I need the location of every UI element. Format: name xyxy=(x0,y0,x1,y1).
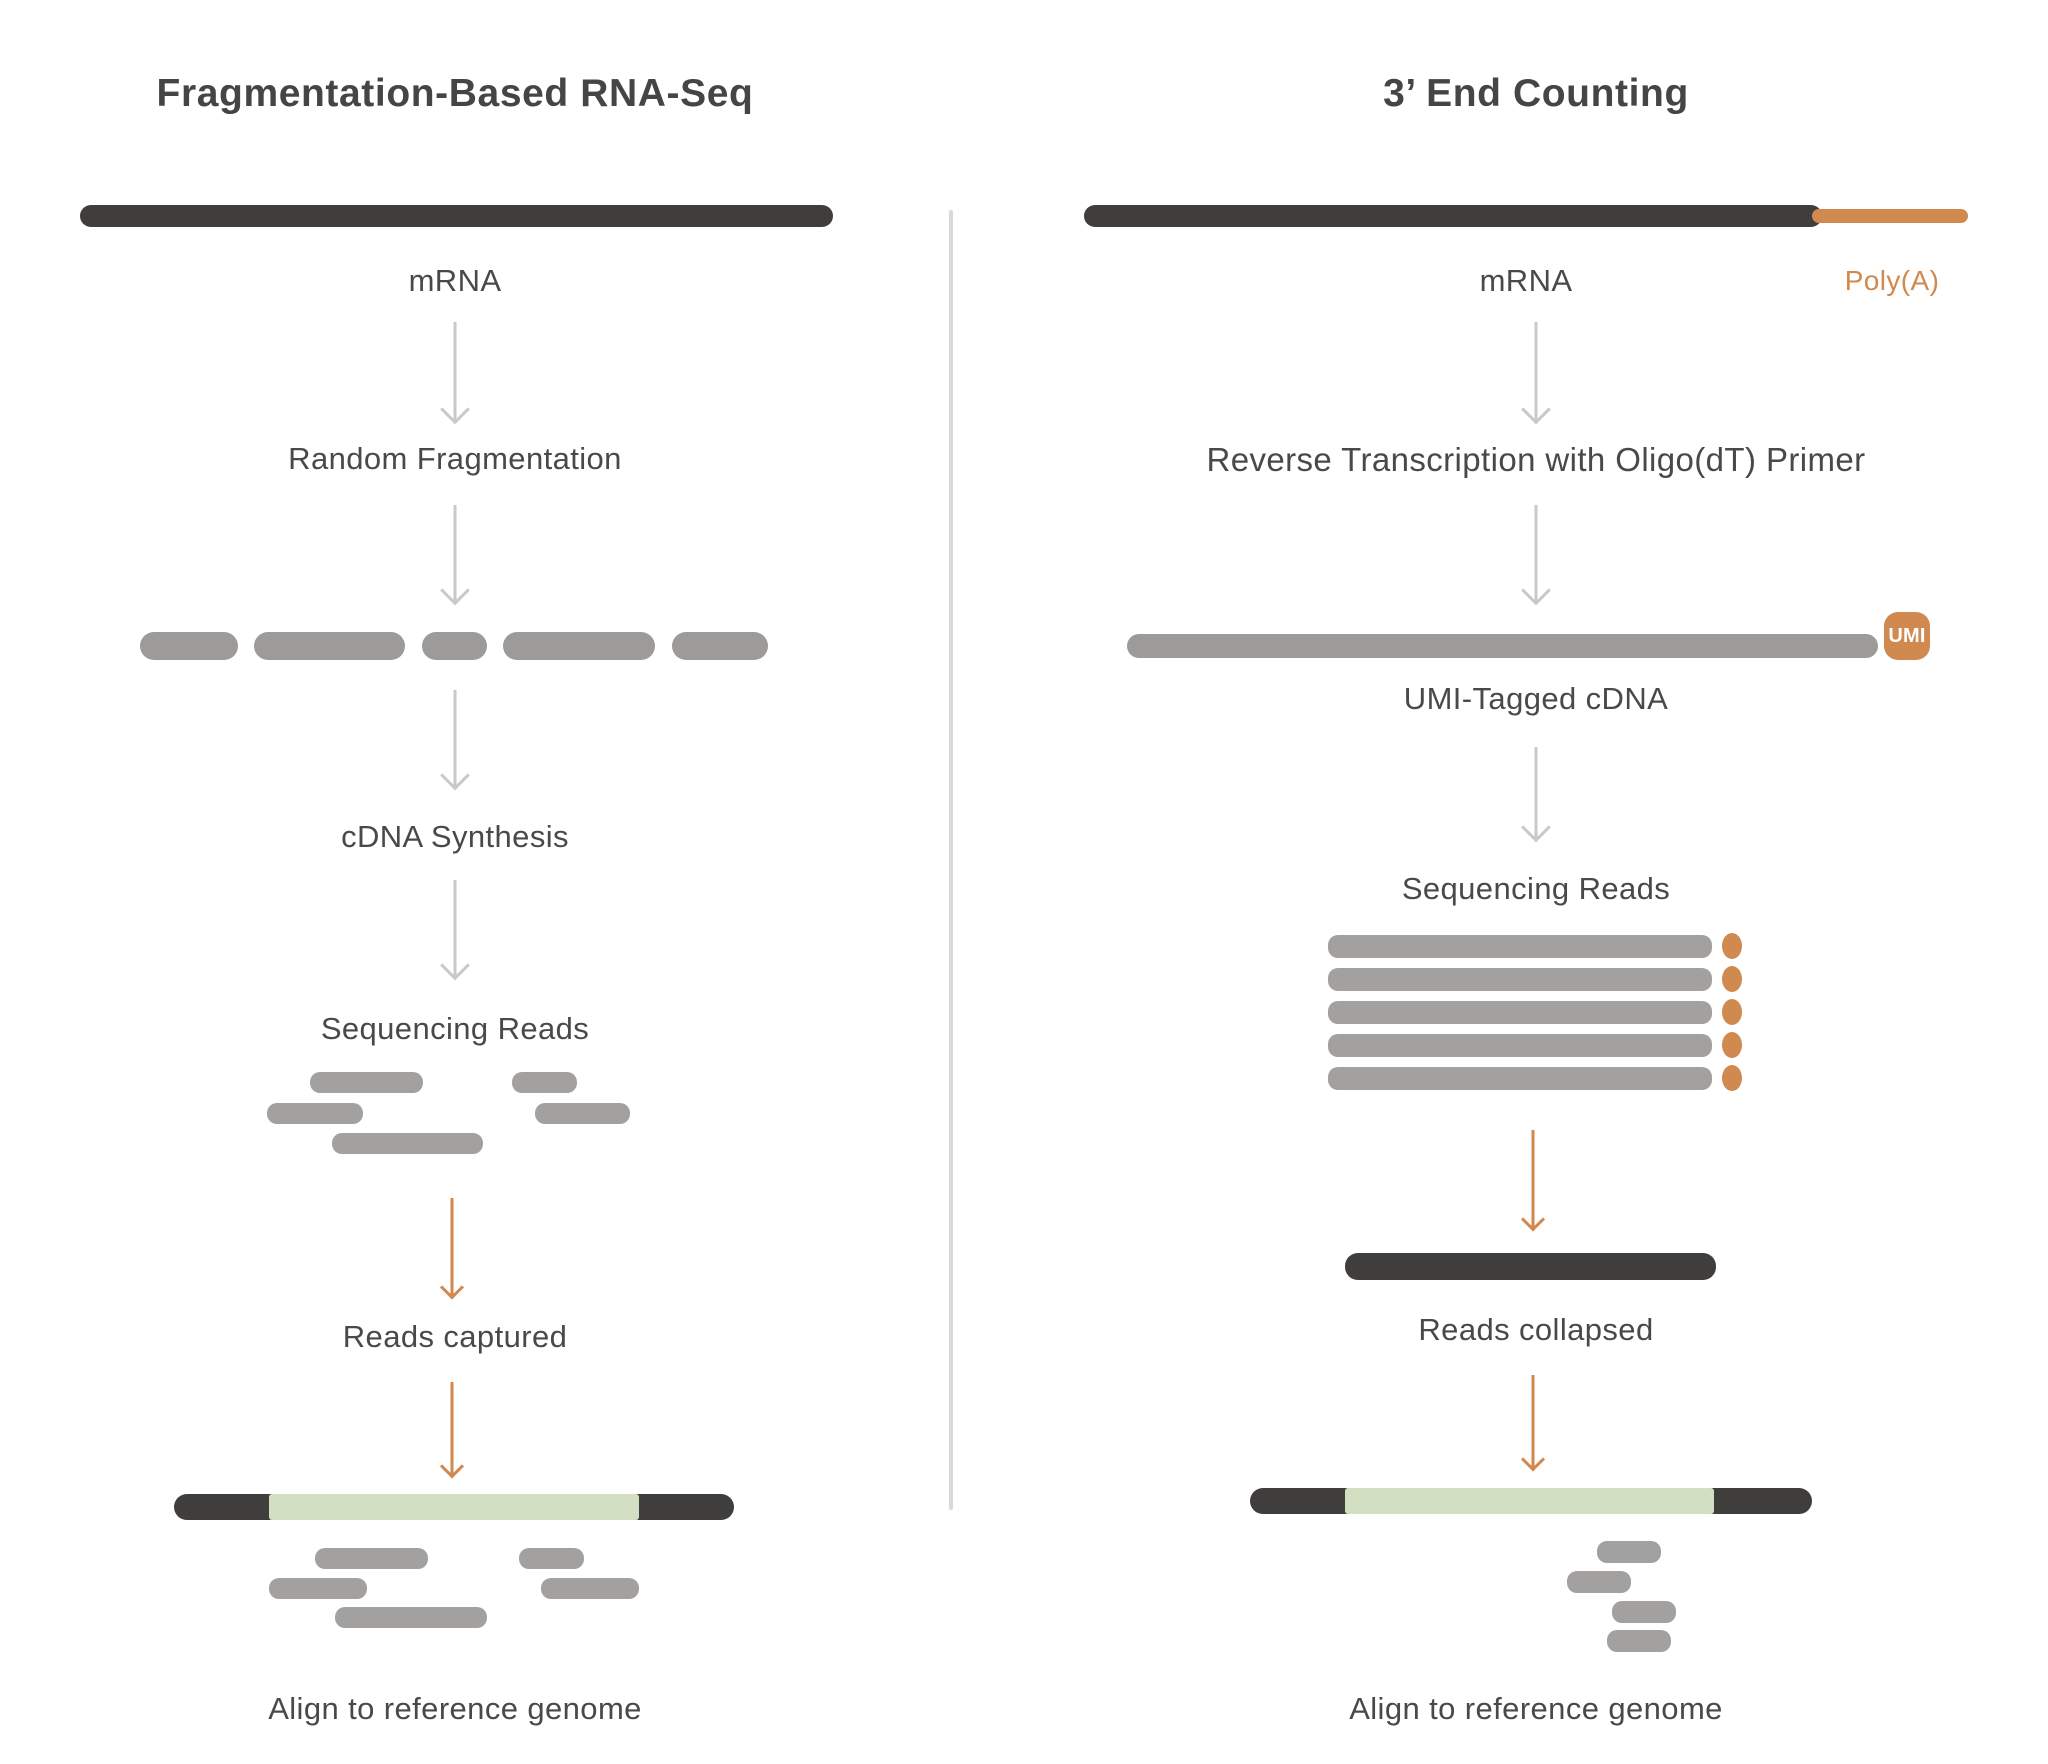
umi-read xyxy=(1328,968,1712,991)
left-arrow-1-icon xyxy=(433,322,477,425)
aligned-read xyxy=(335,1607,487,1628)
left-orange-arrow-2-icon xyxy=(430,1382,474,1479)
left-reference-genome-bar xyxy=(174,1494,734,1520)
aligned-read xyxy=(541,1578,639,1599)
collapsed-region-highlight xyxy=(1345,1488,1714,1514)
umi-dot-icon xyxy=(1722,1065,1742,1091)
left-mrna-bar xyxy=(80,205,833,227)
collapsed-reads-bar xyxy=(1345,1253,1716,1280)
mrna-fragment xyxy=(422,632,487,660)
right-arrow-1-icon xyxy=(1514,322,1558,425)
left-step-cdna-label: cDNA Synthesis xyxy=(341,819,569,854)
umi-read xyxy=(1328,1001,1712,1024)
aligned-read xyxy=(1612,1601,1676,1623)
umi-dot-icon xyxy=(1722,966,1742,992)
umi-dot-icon xyxy=(1722,933,1742,959)
sequencing-read xyxy=(267,1103,363,1124)
sequencing-read xyxy=(535,1103,630,1124)
left-arrow-2-icon xyxy=(433,505,477,606)
column-divider xyxy=(949,210,953,1510)
mrna-fragment xyxy=(254,632,405,660)
mrna-fragment xyxy=(140,632,238,660)
right-column-title: 3’ End Counting xyxy=(1383,72,1689,115)
left-step-reads-label: Sequencing Reads xyxy=(320,1011,590,1046)
left-step-captured-label: Reads captured xyxy=(342,1319,568,1354)
left-arrow-4-icon xyxy=(433,880,477,981)
aligned-read xyxy=(519,1548,584,1569)
right-orange-arrow-1-icon xyxy=(1511,1130,1555,1232)
sequencing-read xyxy=(512,1072,577,1093)
right-orange-arrow-2-icon xyxy=(1511,1375,1555,1472)
aligned-read xyxy=(1607,1630,1671,1652)
aligned-read xyxy=(1567,1571,1631,1593)
left-step-fragmentation-label: Random Fragmentation xyxy=(288,441,622,476)
aligned-read xyxy=(1597,1541,1661,1563)
left-orange-arrow-1-icon xyxy=(430,1198,474,1300)
captured-region-highlight xyxy=(269,1494,639,1520)
polya-label: Poly(A) xyxy=(1844,265,1940,296)
right-reference-genome-bar xyxy=(1250,1488,1812,1514)
polya-tail-bar xyxy=(1812,209,1968,223)
left-step-align-label: Align to reference genome xyxy=(268,1691,642,1726)
umi-dot-icon xyxy=(1722,1032,1742,1058)
right-step-collapsed-label: Reads collapsed xyxy=(1418,1312,1654,1347)
sequencing-read xyxy=(310,1072,423,1093)
sequencing-read xyxy=(332,1133,483,1154)
umi-cdna-label: UMI-Tagged cDNA xyxy=(1403,681,1669,716)
aligned-read xyxy=(315,1548,428,1569)
umi-badge: UMI xyxy=(1884,612,1930,660)
left-mrna-label: mRNA xyxy=(408,263,502,298)
umi-read xyxy=(1328,935,1712,958)
left-column-title: Fragmentation-Based RNA-Seq xyxy=(156,72,754,115)
left-arrow-3-icon xyxy=(433,690,477,791)
umi-dot-icon xyxy=(1722,999,1742,1025)
right-mrna-bar xyxy=(1084,205,1822,227)
mrna-fragment xyxy=(672,632,768,660)
right-arrow-3-icon xyxy=(1514,747,1558,843)
umi-read xyxy=(1328,1034,1712,1057)
right-arrow-2-icon xyxy=(1514,505,1558,606)
mrna-fragment xyxy=(503,632,655,660)
right-mrna-label: mRNA xyxy=(1479,263,1573,298)
umi-cdna-bar xyxy=(1127,634,1878,658)
right-step-reads-label: Sequencing Reads xyxy=(1401,871,1671,906)
right-step-rt-label: Reverse Transcription with Oligo(dT) Pri… xyxy=(1206,441,1866,478)
aligned-read xyxy=(269,1578,367,1599)
umi-read xyxy=(1328,1067,1712,1090)
right-step-align-label: Align to reference genome xyxy=(1349,1691,1723,1726)
